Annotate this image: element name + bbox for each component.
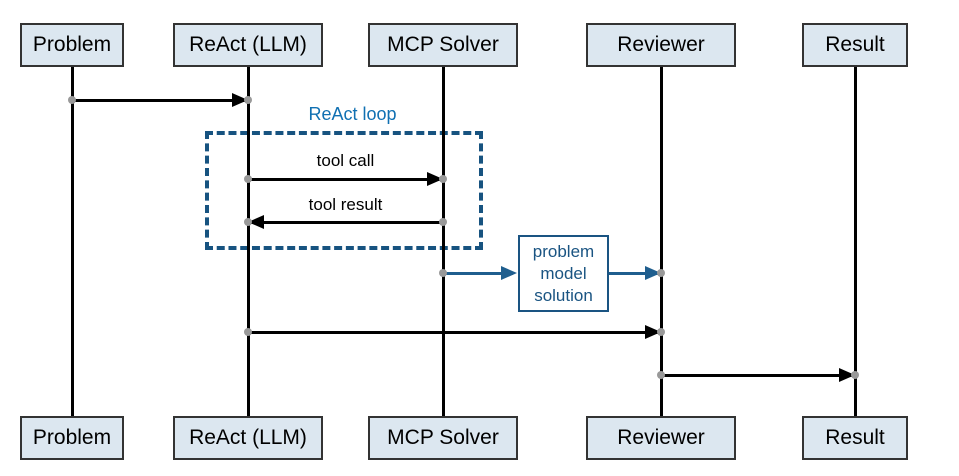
message-label-tool-result: tool result xyxy=(308,195,383,214)
arrowhead-left-icon xyxy=(248,215,264,229)
actor-label: MCP Solver xyxy=(387,33,499,56)
endpoint-dot xyxy=(244,218,252,226)
endpoint-dot xyxy=(244,175,252,183)
actor-box-mcp-solver-bottom: MCP Solver xyxy=(368,416,518,460)
endpoint-dot xyxy=(439,269,447,277)
actor-label: MCP Solver xyxy=(387,426,499,449)
actor-label: ReAct (LLM) xyxy=(189,33,307,56)
actor-label: Result xyxy=(825,426,885,449)
arrow-problem-to-react-line xyxy=(72,98,248,102)
arrow-tool-result-line xyxy=(248,220,443,224)
endpoint-dot xyxy=(68,96,76,104)
actor-box-result-top: Result xyxy=(802,23,908,67)
lifeline-mcp-solver xyxy=(441,67,445,416)
endpoint-dot xyxy=(244,328,252,336)
actor-box-problem-bottom: Problem xyxy=(20,416,124,460)
endpoint-dot xyxy=(439,175,447,183)
note-line-problem: problem xyxy=(532,242,595,261)
arrow-tool-call-line xyxy=(248,177,443,181)
actor-label: Problem xyxy=(32,426,112,449)
lifeline-problem xyxy=(70,67,74,416)
endpoint-dot xyxy=(851,371,859,379)
actor-label: Result xyxy=(825,33,885,56)
endpoint-dot xyxy=(244,96,252,104)
actor-box-reviewer-bottom: Reviewer xyxy=(586,416,736,460)
arrow-reviewer-to-result-line xyxy=(661,373,855,377)
actor-label: ReAct (LLM) xyxy=(189,426,307,449)
actor-box-problem-top: Problem xyxy=(20,23,124,67)
arrow-mcp-to-note-line xyxy=(443,271,513,275)
solution-note-box: problem model solution xyxy=(518,235,609,312)
message-label-tool-call: tool call xyxy=(316,151,375,170)
arrowhead-right-icon xyxy=(501,266,517,280)
actor-box-mcp-solver-top: MCP Solver xyxy=(368,23,518,67)
endpoint-dot xyxy=(439,218,447,226)
lifeline-reviewer xyxy=(659,67,663,416)
actor-label: Problem xyxy=(32,33,112,56)
arrow-react-to-reviewer-line xyxy=(248,330,661,334)
note-line-solution: solution xyxy=(534,286,593,305)
endpoint-dot xyxy=(657,269,665,277)
lifeline-result xyxy=(853,67,857,416)
endpoint-dot xyxy=(657,328,665,336)
actor-box-react-llm-bottom: ReAct (LLM) xyxy=(173,416,323,460)
actor-box-reviewer-top: Reviewer xyxy=(586,23,736,67)
actor-label: Reviewer xyxy=(617,426,705,449)
actor-box-result-bottom: Result xyxy=(802,416,908,460)
arrow-note-to-reviewer-line xyxy=(608,271,661,275)
lifeline-react-llm xyxy=(246,67,250,416)
actor-label: Reviewer xyxy=(617,33,705,56)
endpoint-dot xyxy=(657,371,665,379)
note-line-model: model xyxy=(540,264,587,283)
react-loop-label: ReAct loop xyxy=(308,104,397,124)
actor-box-react-llm-top: ReAct (LLM) xyxy=(173,23,323,67)
react-loop-frame xyxy=(205,131,483,250)
